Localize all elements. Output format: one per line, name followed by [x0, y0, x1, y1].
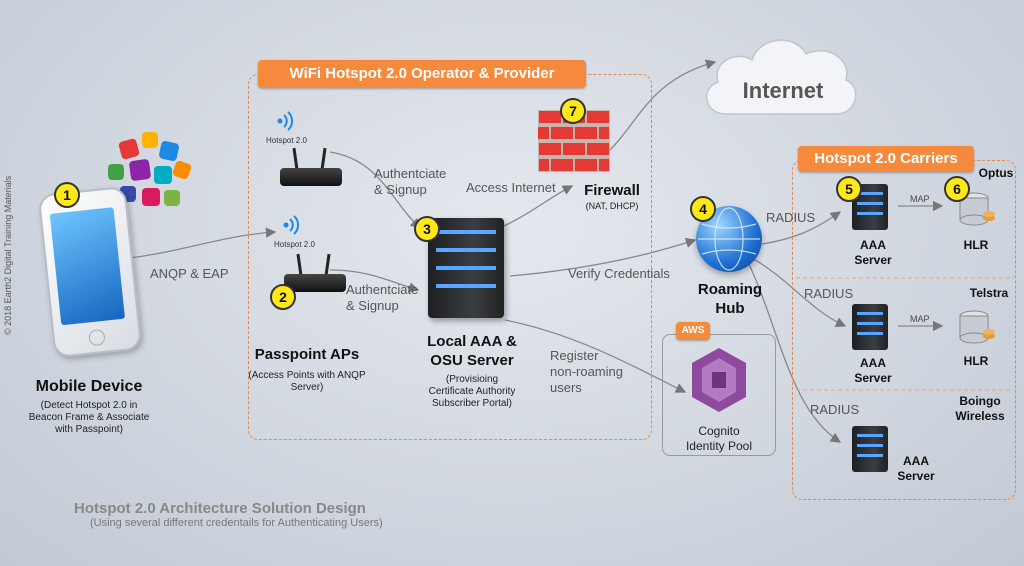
- access-point-icon: [284, 253, 346, 294]
- roaming-hub-title: Roaming Hub: [697, 281, 763, 317]
- optus-label: Optus: [978, 166, 1014, 180]
- diagram-title: Hotspot 2.0 Architecture Solution Design: [74, 500, 366, 517]
- hlr-badge: 6: [944, 176, 970, 202]
- aws-tag: AWS: [676, 322, 710, 340]
- mobile-device-title: Mobile Device: [35, 378, 143, 395]
- telstra-hlr-label: HLR: [963, 354, 989, 368]
- server-icon: [428, 218, 504, 318]
- mobile-badge: 1: [54, 182, 80, 208]
- carrier-aaa-badge: 5: [836, 176, 862, 202]
- mobile-device-icon: [37, 185, 143, 359]
- local-aaa-desc: (Provisioing Certificate Authority Subsc…: [428, 374, 516, 409]
- auth-signup-label-1: Authentciate& Signup: [374, 166, 447, 197]
- aaa-hub-line: [509, 237, 697, 277]
- hub-boingo-line: [747, 261, 842, 443]
- radius-label-1: RADIUS: [766, 210, 816, 225]
- ap1-aaa-line: [329, 151, 421, 229]
- internet-cloud-icon: [705, 39, 857, 115]
- radius-label-3: RADIUS: [810, 402, 860, 417]
- firewall-badge: 7: [560, 98, 586, 124]
- access-point-icon: [280, 147, 342, 188]
- aaa-firewall-line: [494, 185, 574, 231]
- map-label-2: MAP: [910, 314, 930, 324]
- ap1-hotspot-label: Hotspot 2.0: [266, 136, 307, 145]
- roaming-hub-badge: 4: [690, 196, 716, 222]
- diagram-subtitle: (Using several different credentails for…: [90, 517, 383, 529]
- internet-label: Internet: [742, 78, 824, 103]
- telstra-label: Telstra: [969, 286, 1009, 300]
- local-aaa-badge: 3: [414, 216, 440, 242]
- hlr-database-icon: [956, 310, 996, 346]
- firewall-desc: (NAT, DHCP): [585, 201, 639, 211]
- mobile-device-desc: (Detect Hotspot 2.0 in Beacon Frame & As…: [28, 400, 150, 435]
- wifi-signal-icon: [276, 110, 298, 132]
- auth-signup-label-2: Authentciate& Signup: [346, 282, 419, 313]
- passpoint-badge: 2: [270, 284, 296, 310]
- carriers-title: Hotspot 2.0 Carriers: [798, 146, 974, 172]
- map-label-1: MAP: [910, 194, 930, 204]
- local-aaa-title: Local AAA & OSU Server: [427, 333, 517, 369]
- firewall-internet-line: [609, 59, 717, 151]
- app-icons-cluster: [90, 128, 200, 238]
- aaa-server-icon: [852, 304, 888, 350]
- operator-title: WiFi Hotspot 2.0 Operator & Provider: [258, 60, 586, 88]
- access-internet-label: Access Internet: [466, 180, 556, 195]
- ap2-aaa-line: [329, 269, 420, 293]
- aaa-server-icon: [852, 426, 888, 472]
- hub-telstra-line: [751, 257, 847, 327]
- cognito-box: [662, 334, 776, 456]
- ap2-hotspot-label: Hotspot 2.0: [274, 240, 315, 249]
- radius-label-2: RADIUS: [804, 286, 854, 301]
- passpoint-title: Passpoint APs: [254, 346, 360, 363]
- anqp-eap-label: ANQP & EAP: [150, 266, 229, 281]
- hub-optus-line: [761, 211, 842, 245]
- wifi-signal-icon: [282, 214, 304, 236]
- anqp-line: [129, 227, 277, 259]
- cognito-title: Cognito Identity Pool: [685, 424, 753, 453]
- firewall-title: Firewall: [584, 182, 640, 199]
- copyright-text: © 2018 Earth2 Digital Training Materials: [3, 175, 13, 335]
- cognito-icon: [692, 348, 746, 412]
- optus-hlr-label: HLR: [963, 238, 989, 252]
- verify-credentials-label: Verify Credentials: [568, 266, 670, 281]
- aaa-cognito-line: [504, 319, 687, 393]
- passpoint-desc: (Access Points with ANQP Server): [248, 370, 366, 393]
